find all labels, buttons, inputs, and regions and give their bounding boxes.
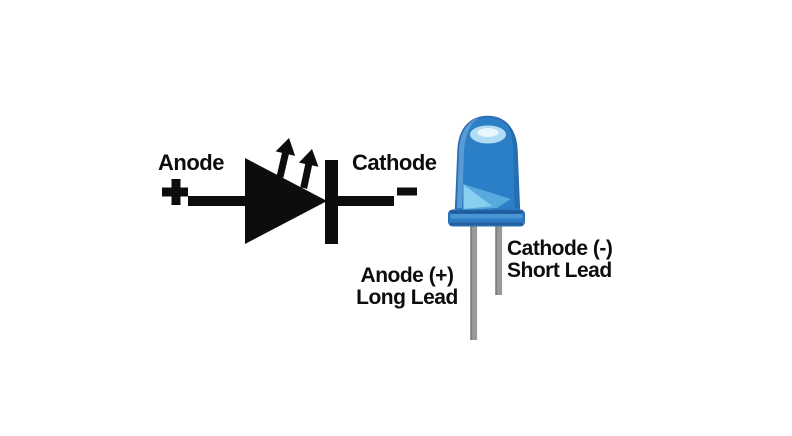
dome-left-sheen bbox=[457, 117, 479, 208]
flange-bottom-edge bbox=[450, 222, 523, 226]
arrow-head bbox=[275, 138, 296, 156]
anode-lead-line bbox=[188, 196, 246, 206]
cathode-minus-icon bbox=[397, 187, 417, 196]
cathode-lead-line bbox=[338, 196, 394, 206]
anode-lead-label-line2: Long Lead bbox=[356, 286, 458, 309]
dome-reflection-bright bbox=[464, 185, 492, 209]
schematic-anode-label: Anode bbox=[158, 150, 224, 175]
lead-edge-shade bbox=[470, 222, 473, 340]
led-leads bbox=[470, 222, 503, 340]
flange-sheen bbox=[450, 214, 523, 219]
cathode-short-lead bbox=[495, 222, 503, 295]
anode-lead-label-line1: Anode (+) bbox=[360, 264, 454, 287]
anode-long-lead bbox=[470, 222, 478, 340]
led-photo bbox=[448, 115, 525, 340]
dome-right-shade bbox=[499, 117, 519, 208]
flange-top-edge bbox=[450, 210, 523, 214]
led-flange bbox=[448, 209, 525, 227]
anode-plus-icon bbox=[162, 179, 188, 205]
dome-top-highlight-core bbox=[477, 128, 499, 137]
cathode-lead-label-line2: Short Lead bbox=[507, 259, 612, 282]
schematic-cathode-label: Cathode bbox=[352, 150, 437, 175]
led-schematic-symbol bbox=[162, 138, 417, 244]
plus-vertical-bar bbox=[171, 179, 181, 205]
cathode-lead-label-line1: Cathode (-) bbox=[507, 237, 613, 260]
cathode-lead-label: Cathode (-) Short Lead bbox=[507, 237, 613, 282]
light-emission-arrow-icon bbox=[275, 138, 296, 178]
light-emission-arrow-icon bbox=[298, 149, 319, 189]
arrow-shaft bbox=[300, 160, 313, 189]
arrow-head bbox=[298, 149, 319, 167]
lead-edge-shade bbox=[495, 222, 498, 295]
anode-lead-label: Anode (+) Long Lead bbox=[348, 265, 466, 309]
arrow-shaft bbox=[276, 149, 290, 178]
cathode-bar bbox=[325, 160, 338, 244]
diode-triangle bbox=[245, 158, 327, 244]
